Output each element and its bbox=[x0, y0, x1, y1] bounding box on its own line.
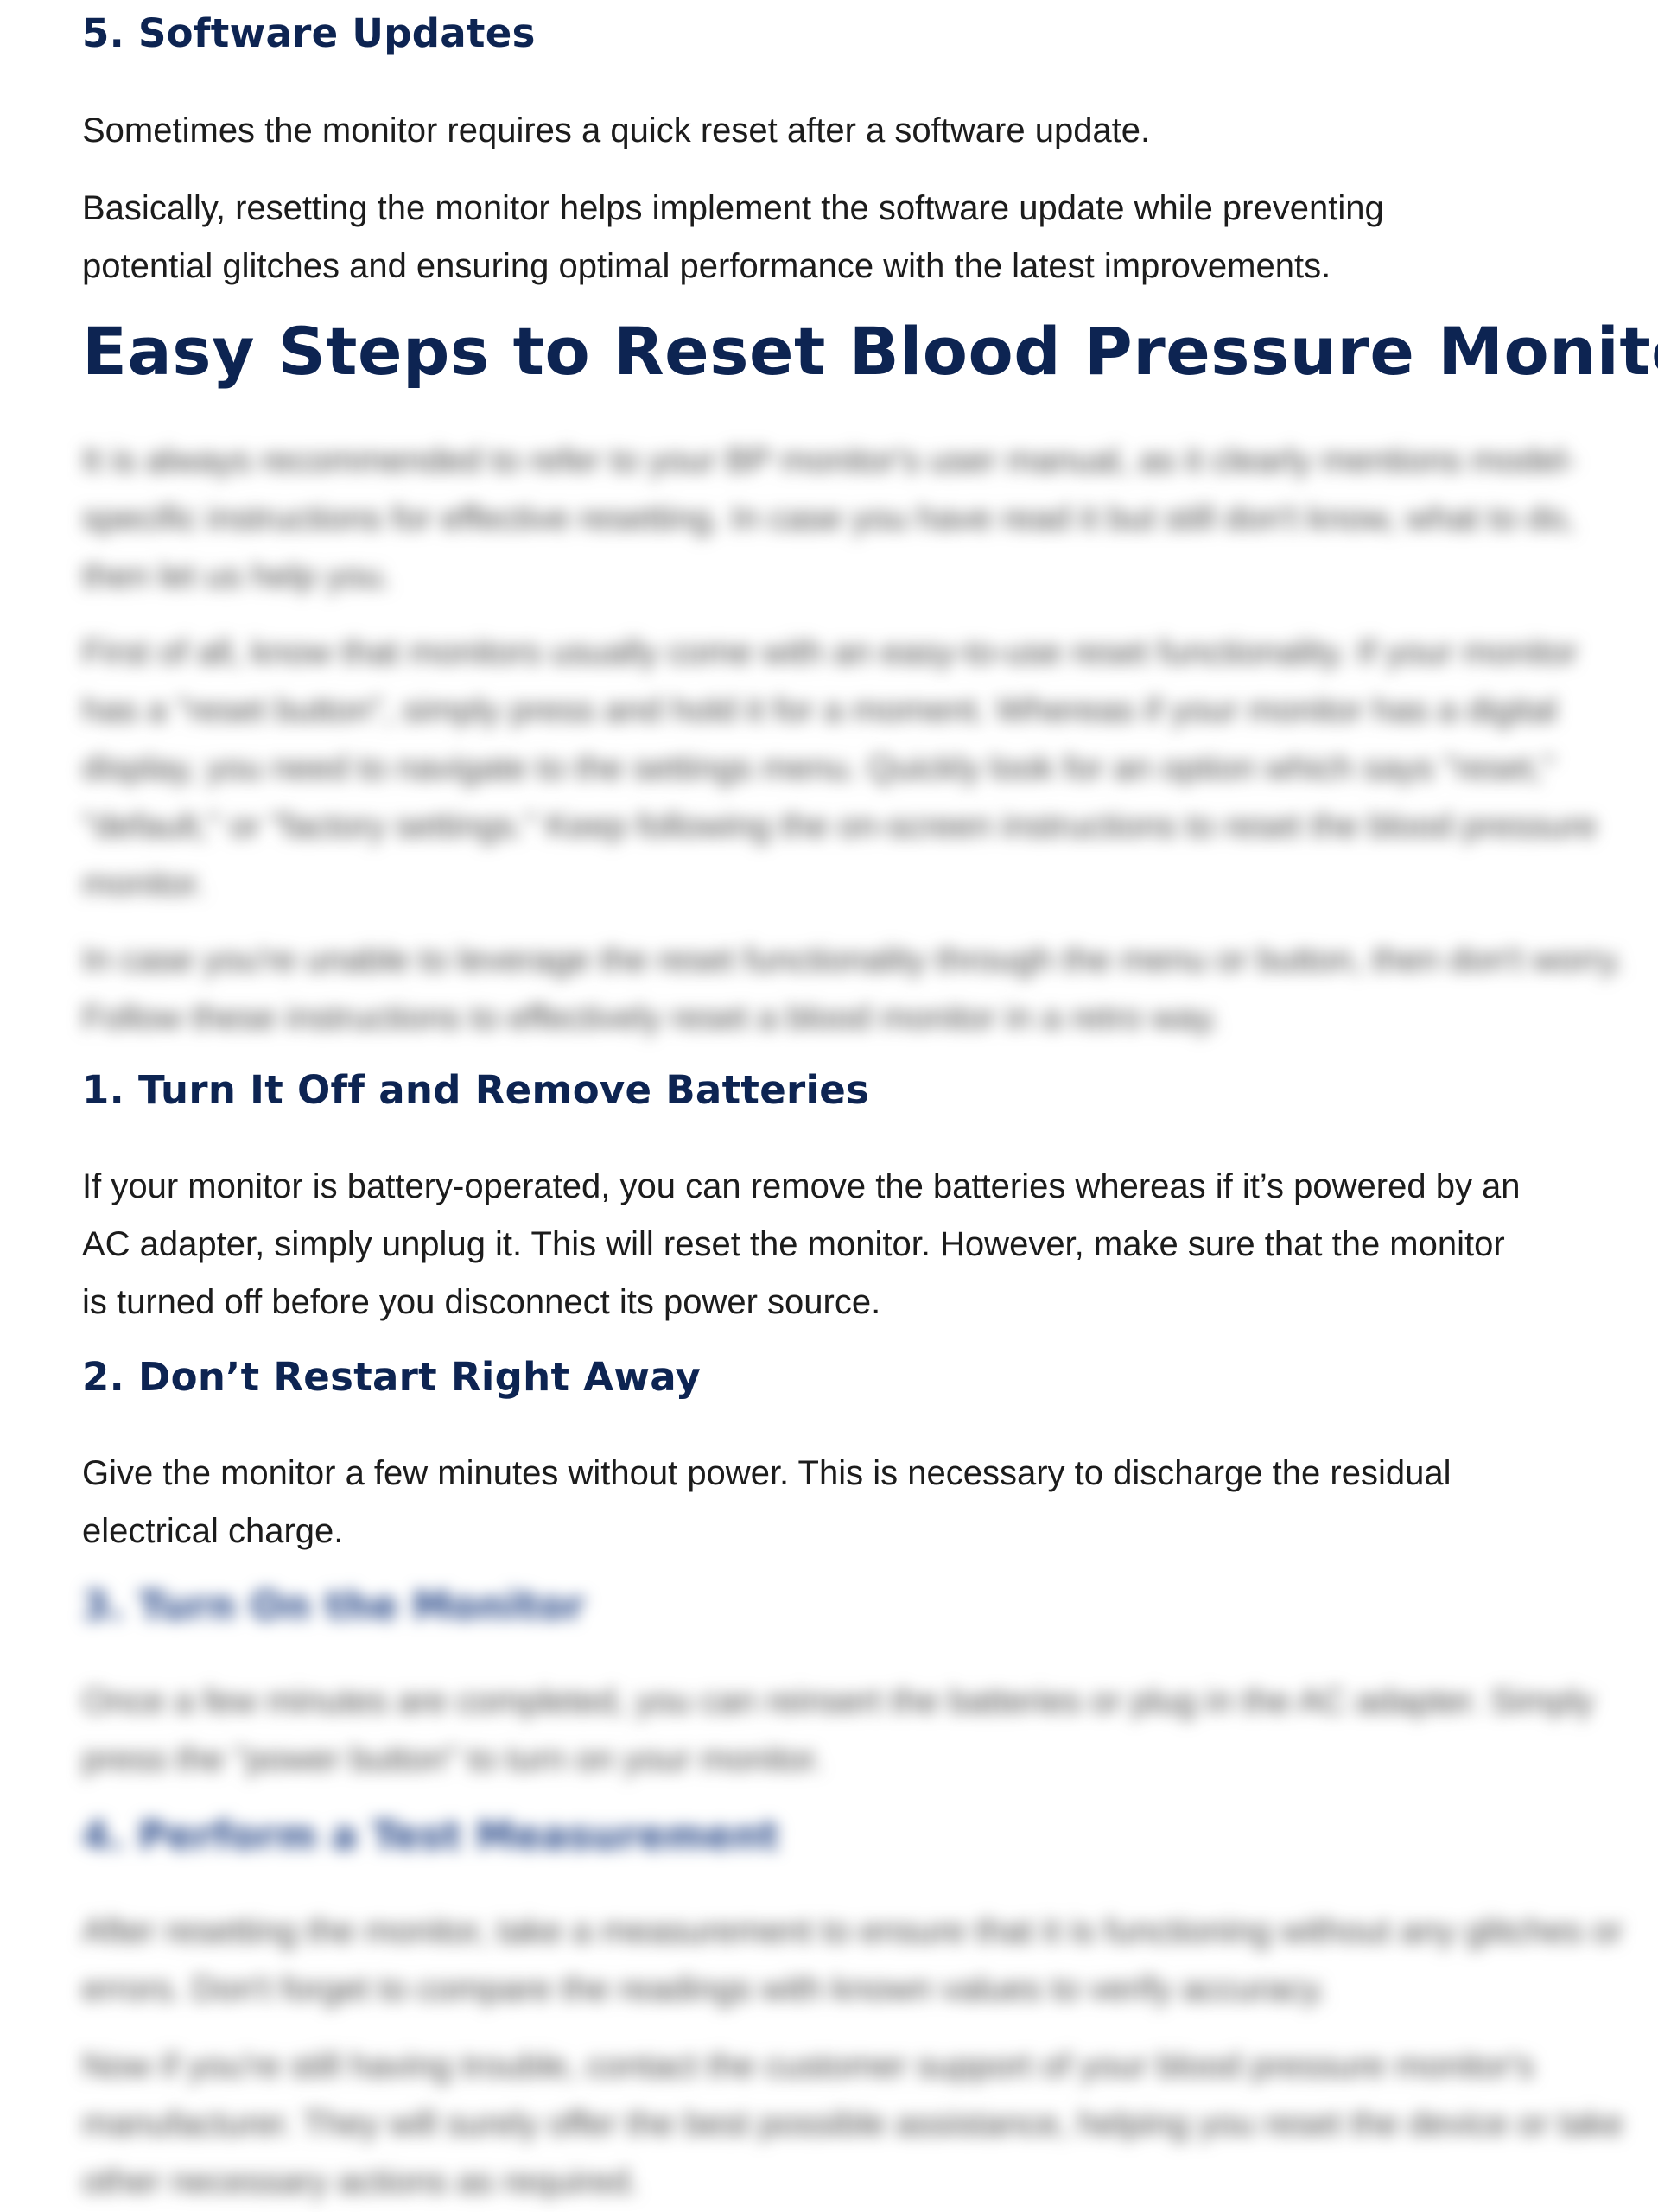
easy-steps-intro-paragraph-2: First of all, know that monitors usually… bbox=[82, 633, 1598, 903]
step-4-text: After resetting the monitor, take a meas… bbox=[82, 1912, 1623, 2008]
software-updates-paragraph-2-line-2: potential glitches and ensuring optimal … bbox=[82, 247, 1331, 285]
easy-steps-intro-paragraph-1: It is always recommended to refer to you… bbox=[82, 442, 1577, 595]
software-updates-paragraph-1: Sometimes the monitor requires a quick r… bbox=[82, 111, 1151, 149]
step-2-line-2: electrical charge. bbox=[82, 1512, 344, 1550]
easy-steps-heading: Easy Steps to Reset Blood Pressure Monit… bbox=[82, 313, 1658, 390]
step-1-line-3: is turned off before you disconnect its … bbox=[82, 1283, 881, 1321]
step-4-heading: 4. Perform a Test Measurement bbox=[82, 1813, 780, 1859]
step-3-heading: 3. Turn On the Monitor bbox=[82, 1583, 585, 1629]
step-1-line-2: AC adapter, simply unplug it. This will … bbox=[82, 1225, 1505, 1263]
step-2-line-1: Give the monitor a few minutes without p… bbox=[82, 1454, 1452, 1492]
easy-steps-intro-paragraph-3: In case you're unable to leverage the re… bbox=[82, 941, 1624, 1037]
step-2-heading: 2. Don’t Restart Right Away bbox=[82, 1354, 702, 1400]
step-1-heading: 1. Turn It Off and Remove Batteries bbox=[82, 1067, 870, 1113]
software-updates-paragraph-2-line-1: Basically, resetting the monitor helps i… bbox=[82, 189, 1384, 227]
closing-paragraph: Now if you're still having trouble, cont… bbox=[82, 2047, 1623, 2201]
step-1-line-1: If your monitor is battery-operated, you… bbox=[82, 1167, 1521, 1205]
software-updates-heading: 5. Software Updates bbox=[82, 10, 536, 56]
step-3-text: Once a few minutes are completed, you ca… bbox=[82, 1682, 1594, 1778]
